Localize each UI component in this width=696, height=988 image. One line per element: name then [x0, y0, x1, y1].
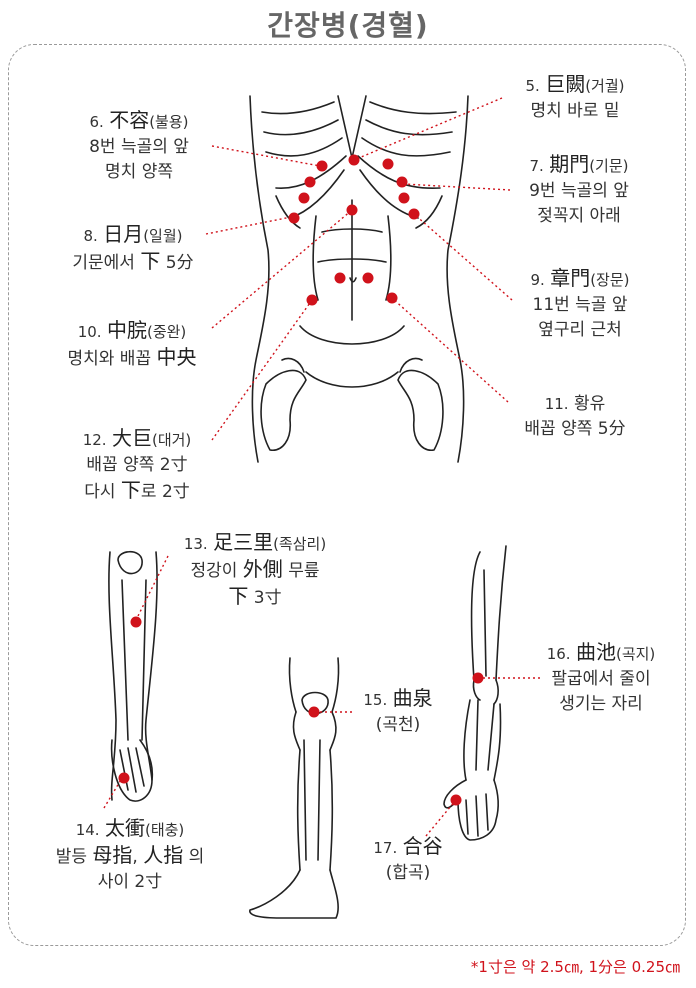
acupoint-p7-left	[304, 176, 316, 188]
unit-footnote: *1寸은 약 2.5㎝, 1分은 0.25㎝	[470, 958, 680, 976]
leader-p5	[353, 97, 503, 161]
sternum	[337, 95, 367, 159]
label-p14: 14. 太衝(태충) 발등 母指, 人指 의 사이 2寸	[55, 816, 205, 892]
lower-leg-outline	[296, 749, 334, 871]
acupoint-p11-right	[362, 272, 374, 284]
leader-p11	[391, 297, 509, 403]
label-p7: 7. 期門(기문) 9번 늑골의 앞 젖꼭지 아래	[529, 152, 629, 226]
rib-left-2	[263, 119, 339, 136]
acupoint-p9-left	[288, 212, 300, 224]
foot-bones	[110, 739, 154, 802]
pelvis-left	[260, 369, 307, 451]
knee-outline	[292, 711, 337, 751]
label-p5: 5. 巨闕(거궐) 명치 바로 밑	[525, 72, 625, 121]
abs-line-2	[317, 258, 387, 263]
label-p11: 11. 황유 배꼽 양쪽 5分	[524, 394, 626, 439]
leader-p9	[413, 213, 513, 301]
label-p6: 6. 不容(불용) 8번 늑골의 앞 명치 양쪽	[89, 108, 189, 182]
leader-p13	[135, 555, 169, 621]
content-frame	[8, 44, 686, 946]
leader-p14	[103, 777, 123, 809]
hip-left	[281, 357, 305, 373]
rib-left-3	[265, 137, 343, 157]
lower-abdomen	[299, 325, 405, 345]
acupoint-p14	[118, 772, 130, 784]
abs-left-edge	[312, 215, 319, 301]
tibia	[121, 579, 129, 741]
navel	[349, 277, 357, 283]
hand	[443, 779, 499, 841]
acupoint-p15	[308, 706, 320, 718]
foot	[249, 869, 339, 919]
abs-line-1	[321, 228, 383, 233]
hip-right	[399, 357, 423, 373]
acupoint-p17	[450, 794, 462, 806]
rib-right-3	[361, 137, 451, 157]
rib-left-1	[261, 101, 335, 115]
label-p17: 17. 合谷 (합곡)	[373, 834, 443, 883]
leader-p6	[211, 145, 321, 167]
acupoint-p12-right	[386, 292, 398, 304]
acupoint-p16	[472, 672, 484, 684]
acupoint-p6-right	[382, 158, 394, 170]
page-title: 간장병(경혈)	[267, 9, 429, 42]
leader-p8	[205, 215, 297, 235]
lower-leg-bones	[303, 739, 321, 861]
fibula	[141, 579, 147, 741]
rib-right-2	[365, 119, 453, 136]
acupoint-p8-left	[298, 192, 310, 204]
upper-arm-outline	[470, 545, 507, 681]
acupoint-p12-left	[306, 294, 318, 306]
thigh-right	[331, 657, 340, 713]
label-p13: 13. 足三里(족삼리) 정강이 外側 무릎 下 3寸	[183, 530, 327, 608]
acupoint-p11-left	[334, 272, 346, 284]
abs-right-edge	[385, 215, 392, 301]
forearm-outline	[463, 699, 502, 781]
rib-right-5	[359, 169, 419, 219]
acupoint-p8-right	[398, 192, 410, 204]
torso-left-outline	[249, 95, 270, 463]
rib-right-4	[357, 155, 441, 189]
label-p9: 9. 章門(장문) 11번 늑골 앞 옆구리 근처	[530, 266, 630, 340]
acupoint-p9-right	[408, 208, 420, 220]
pelvis-right	[397, 369, 444, 451]
leader-p10	[211, 209, 353, 329]
acupoint-p5	[348, 154, 360, 166]
acupoint-p13	[130, 616, 142, 628]
label-p8: 8. 日月(일월) 기문에서 下 5分	[72, 222, 194, 273]
toe-lines	[119, 747, 145, 793]
rib-right-1	[369, 101, 457, 115]
thigh-left	[288, 657, 297, 713]
forearm-bones	[475, 699, 495, 771]
rib-left-6	[275, 195, 301, 229]
label-p5-hanja: 巨闕	[545, 72, 586, 96]
shin-outline-right	[144, 551, 158, 781]
label-p12: 12. 大巨(대거) 배꼽 양쪽 2寸 다시 下로 2寸	[82, 426, 192, 502]
torso-right-outline	[446, 95, 469, 463]
label-p16: 16. 曲池(곡지) 팔굽에서 줄이 생기는 자리	[546, 640, 656, 714]
finger-lines	[465, 793, 489, 837]
label-p15: 15. 曲泉 (곡천)	[363, 686, 433, 735]
acupoint-p10	[346, 204, 358, 216]
elbow	[472, 679, 499, 705]
rib-right-6	[415, 195, 443, 229]
humerus	[483, 569, 487, 677]
label-p10: 10. 中脘(중완) 명치와 배꼽 中央	[67, 318, 197, 369]
acupoint-p7-right	[396, 176, 408, 188]
pelvis-arc	[305, 371, 399, 388]
knee-cap	[117, 550, 143, 575]
leader-p12	[211, 299, 313, 441]
shin-outline-left	[108, 551, 117, 801]
acupoint-p6-left	[316, 160, 328, 172]
